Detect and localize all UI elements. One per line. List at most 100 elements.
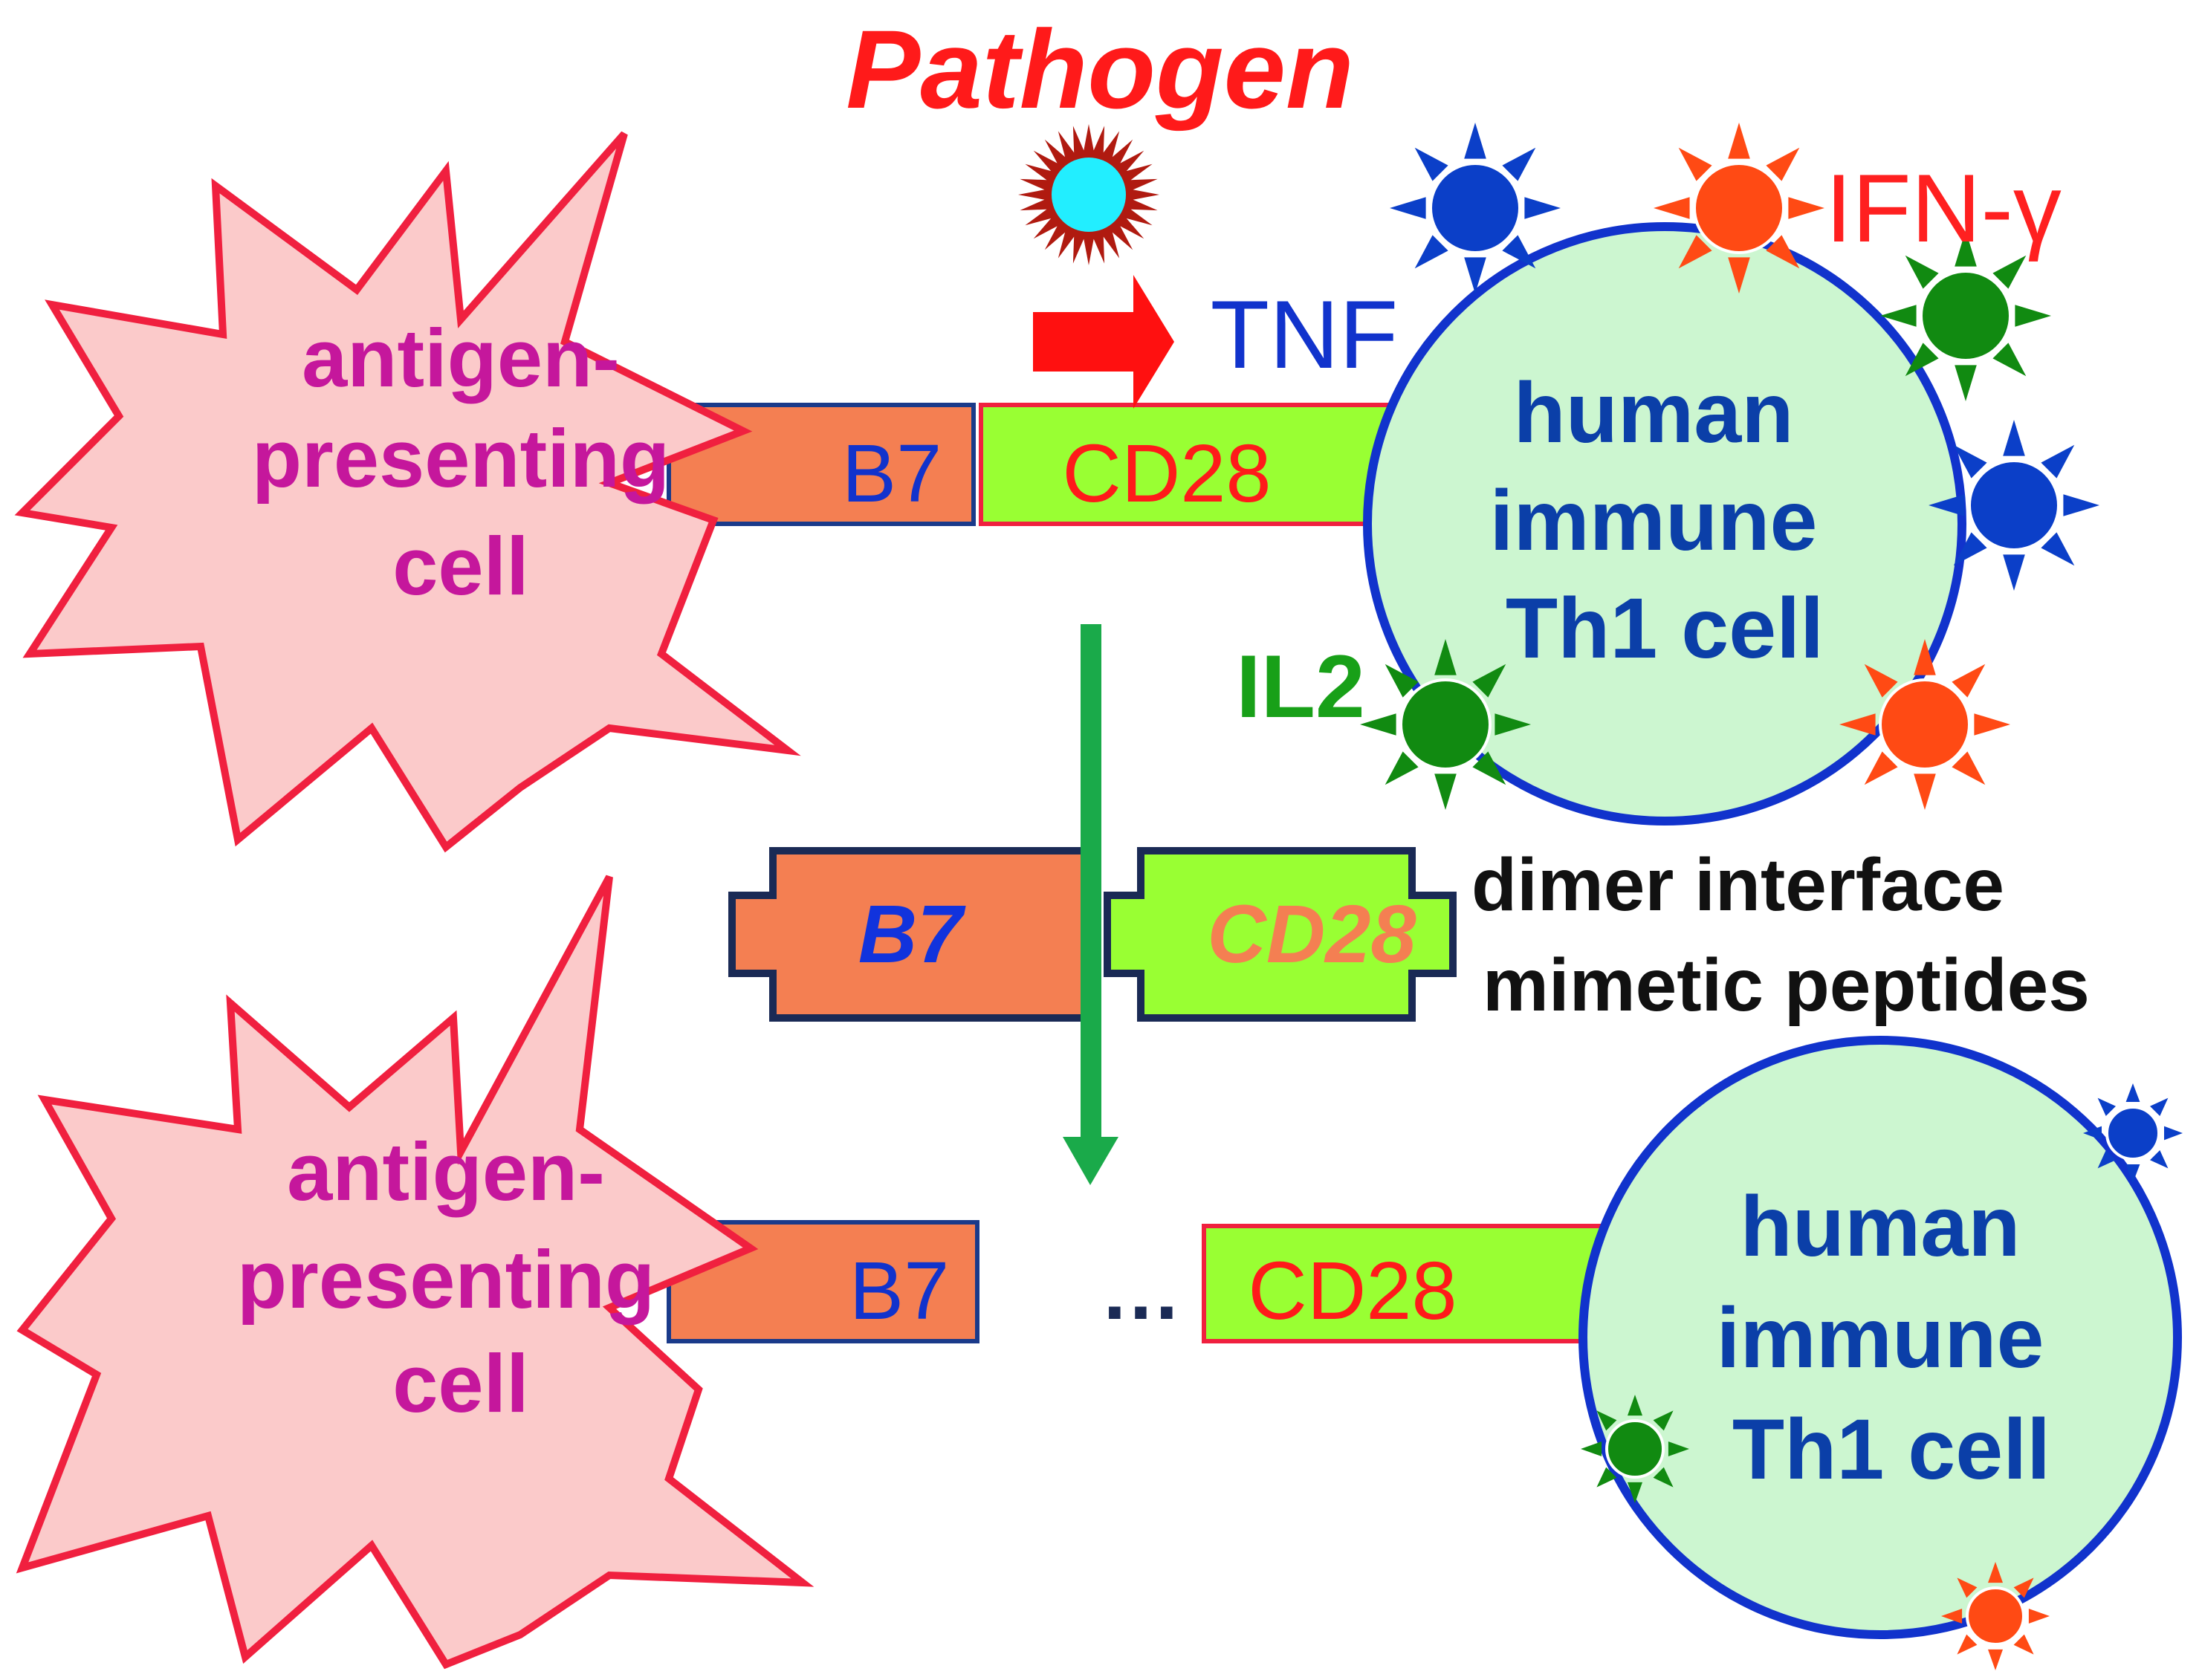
bottom-apc-starburst bbox=[16, 875, 815, 1670]
ifn-gamma-label: IFN-γ bbox=[1825, 154, 2062, 262]
pathogen-core bbox=[1052, 158, 1126, 232]
top-cd28-label: CD28 bbox=[1062, 428, 1271, 519]
cytokine-ray bbox=[1502, 147, 1536, 181]
cytokine-ray bbox=[1914, 639, 1936, 675]
cytokine-body bbox=[1920, 270, 2012, 362]
cytokine-ray bbox=[1495, 713, 1531, 736]
cytokine-ray bbox=[1988, 1562, 2003, 1583]
bottom-cd28-label: CD28 bbox=[1248, 1245, 1457, 1337]
top-b7-label: B7 bbox=[842, 428, 942, 519]
top-apc-starburst bbox=[14, 131, 801, 853]
bottom-tcell-line-3: Th1 cell bbox=[1732, 1402, 2050, 1497]
cytokine-ray bbox=[1678, 147, 1712, 181]
cytokine-ray bbox=[1788, 197, 1824, 219]
blue-cytokine-icon bbox=[2083, 1083, 2183, 1183]
cytokine-ray bbox=[1581, 1441, 1602, 1456]
cytokine-ray bbox=[1502, 235, 1536, 269]
cytokine-ray bbox=[1988, 1649, 2003, 1670]
bottom-apc-line-3: cell bbox=[392, 1338, 528, 1430]
ifn-gamma-cytokine-icon bbox=[1654, 123, 1824, 293]
cytokine-ray bbox=[1596, 1410, 1617, 1431]
peptide-b7-label: B7 bbox=[858, 889, 966, 980]
cytokine-ray bbox=[1472, 751, 1506, 785]
cytokine-body bbox=[1693, 162, 1785, 254]
red-activation-arrow-icon bbox=[1033, 275, 1174, 409]
cytokine-ray bbox=[2013, 1634, 2034, 1655]
cytokine-ray bbox=[1628, 1482, 1642, 1503]
cytokine-ray bbox=[1880, 305, 1917, 327]
cytokine-ray bbox=[1766, 235, 1800, 269]
green-inhibition-arrow-icon bbox=[1063, 1137, 1118, 1185]
cytokine-ray bbox=[1414, 235, 1448, 269]
cytokine-ray bbox=[1766, 147, 1800, 181]
tnf-cytokine-icon bbox=[1929, 420, 2099, 591]
top-apc-line-2: presenting bbox=[252, 413, 670, 505]
orange-cytokine-icon bbox=[1941, 1562, 2050, 1670]
cytokine-ray bbox=[2083, 1126, 2102, 1141]
cytokine-ray bbox=[1728, 257, 1750, 293]
cytokine-ray bbox=[2150, 1150, 2169, 1169]
cytokine-ray bbox=[2003, 420, 2025, 456]
cytokine-ray bbox=[1953, 532, 1987, 566]
cytokine-ray bbox=[2028, 1609, 2050, 1624]
cytokine-ray bbox=[1905, 343, 1939, 377]
green-inhibition-arrow-shaft bbox=[1081, 624, 1101, 1144]
cytokine-ray bbox=[1992, 343, 2027, 377]
cytokine-ray bbox=[1596, 1467, 1617, 1488]
cytokine-ray bbox=[2013, 1577, 2034, 1598]
cytokine-ray bbox=[2164, 1126, 2183, 1141]
il2-label: IL2 bbox=[1236, 637, 1364, 736]
cytokine-ray bbox=[1385, 751, 1419, 785]
bottom-apc-line-2: presenting bbox=[237, 1234, 655, 1326]
cytokine-ray bbox=[2041, 444, 2075, 479]
cd28-mimetic-peptide bbox=[1104, 847, 1457, 1022]
cytokine-body bbox=[1968, 459, 2060, 551]
cytokine-ray bbox=[1955, 230, 1977, 267]
cytokine-ray bbox=[1390, 197, 1426, 219]
bottom-apc-line-1: antigen- bbox=[287, 1126, 605, 1218]
tnf-cytokine-icon bbox=[1390, 123, 1561, 293]
cytokine-ray bbox=[1653, 1410, 1674, 1431]
cytokine-body bbox=[1966, 1586, 2025, 1646]
cytokine-ray bbox=[1955, 365, 1977, 401]
cytokine-ray bbox=[2063, 494, 2099, 516]
cytokine-ray bbox=[1941, 1609, 1963, 1624]
cytokine-ray bbox=[1992, 255, 2027, 289]
cytokine-ray bbox=[1414, 147, 1448, 181]
cytokine-ray bbox=[2125, 1164, 2140, 1183]
cytokine-ray bbox=[1905, 255, 1939, 289]
cytokine-ray bbox=[1957, 1577, 1978, 1598]
cytokine-ray bbox=[2041, 532, 2075, 566]
cytokine-ray bbox=[1434, 639, 1457, 675]
cytokine-ray bbox=[1385, 664, 1419, 698]
cytokine-ray bbox=[2015, 305, 2051, 327]
cytokine-ray bbox=[1360, 713, 1396, 736]
cytokine-ray bbox=[1957, 1634, 1978, 1655]
bottom-b7-label: B7 bbox=[849, 1245, 950, 1337]
top-apc-line-1: antigen- bbox=[302, 313, 620, 404]
peptide-caption-line-2: mimetic peptides bbox=[1483, 944, 2090, 1027]
cytokine-ray bbox=[1864, 664, 1898, 698]
ifn-gamma-cytokine-icon bbox=[1839, 639, 2010, 810]
cytokine-ray bbox=[2003, 554, 2025, 591]
bottom-th1-cell bbox=[1578, 1036, 2182, 1639]
cytokine-body bbox=[1399, 678, 1492, 771]
top-tcell-line-3: Th1 cell bbox=[1506, 581, 1824, 676]
tnf-label: TNF bbox=[1211, 280, 1399, 389]
top-apc-line-3: cell bbox=[392, 521, 528, 612]
cytokine-ray bbox=[2097, 1097, 2116, 1116]
top-cd28-bar bbox=[979, 403, 1407, 526]
cytokine-ray bbox=[2097, 1150, 2116, 1169]
cytokine-ray bbox=[1839, 713, 1876, 736]
cytokine-ray bbox=[1952, 751, 1986, 785]
cytokine-ray bbox=[1668, 1441, 1689, 1456]
bottom-tcell-line-2: immune bbox=[1717, 1291, 2044, 1386]
top-tcell-line-2: immune bbox=[1490, 473, 1818, 568]
peptide-cd28-label: CD28 bbox=[1207, 889, 1416, 980]
cytokine-ray bbox=[1728, 123, 1750, 159]
cytokine-ray bbox=[1929, 494, 1965, 516]
top-tcell-line-1: human bbox=[1514, 366, 1794, 461]
cytokine-body bbox=[1605, 1419, 1665, 1479]
cytokine-ray bbox=[1654, 197, 1690, 219]
